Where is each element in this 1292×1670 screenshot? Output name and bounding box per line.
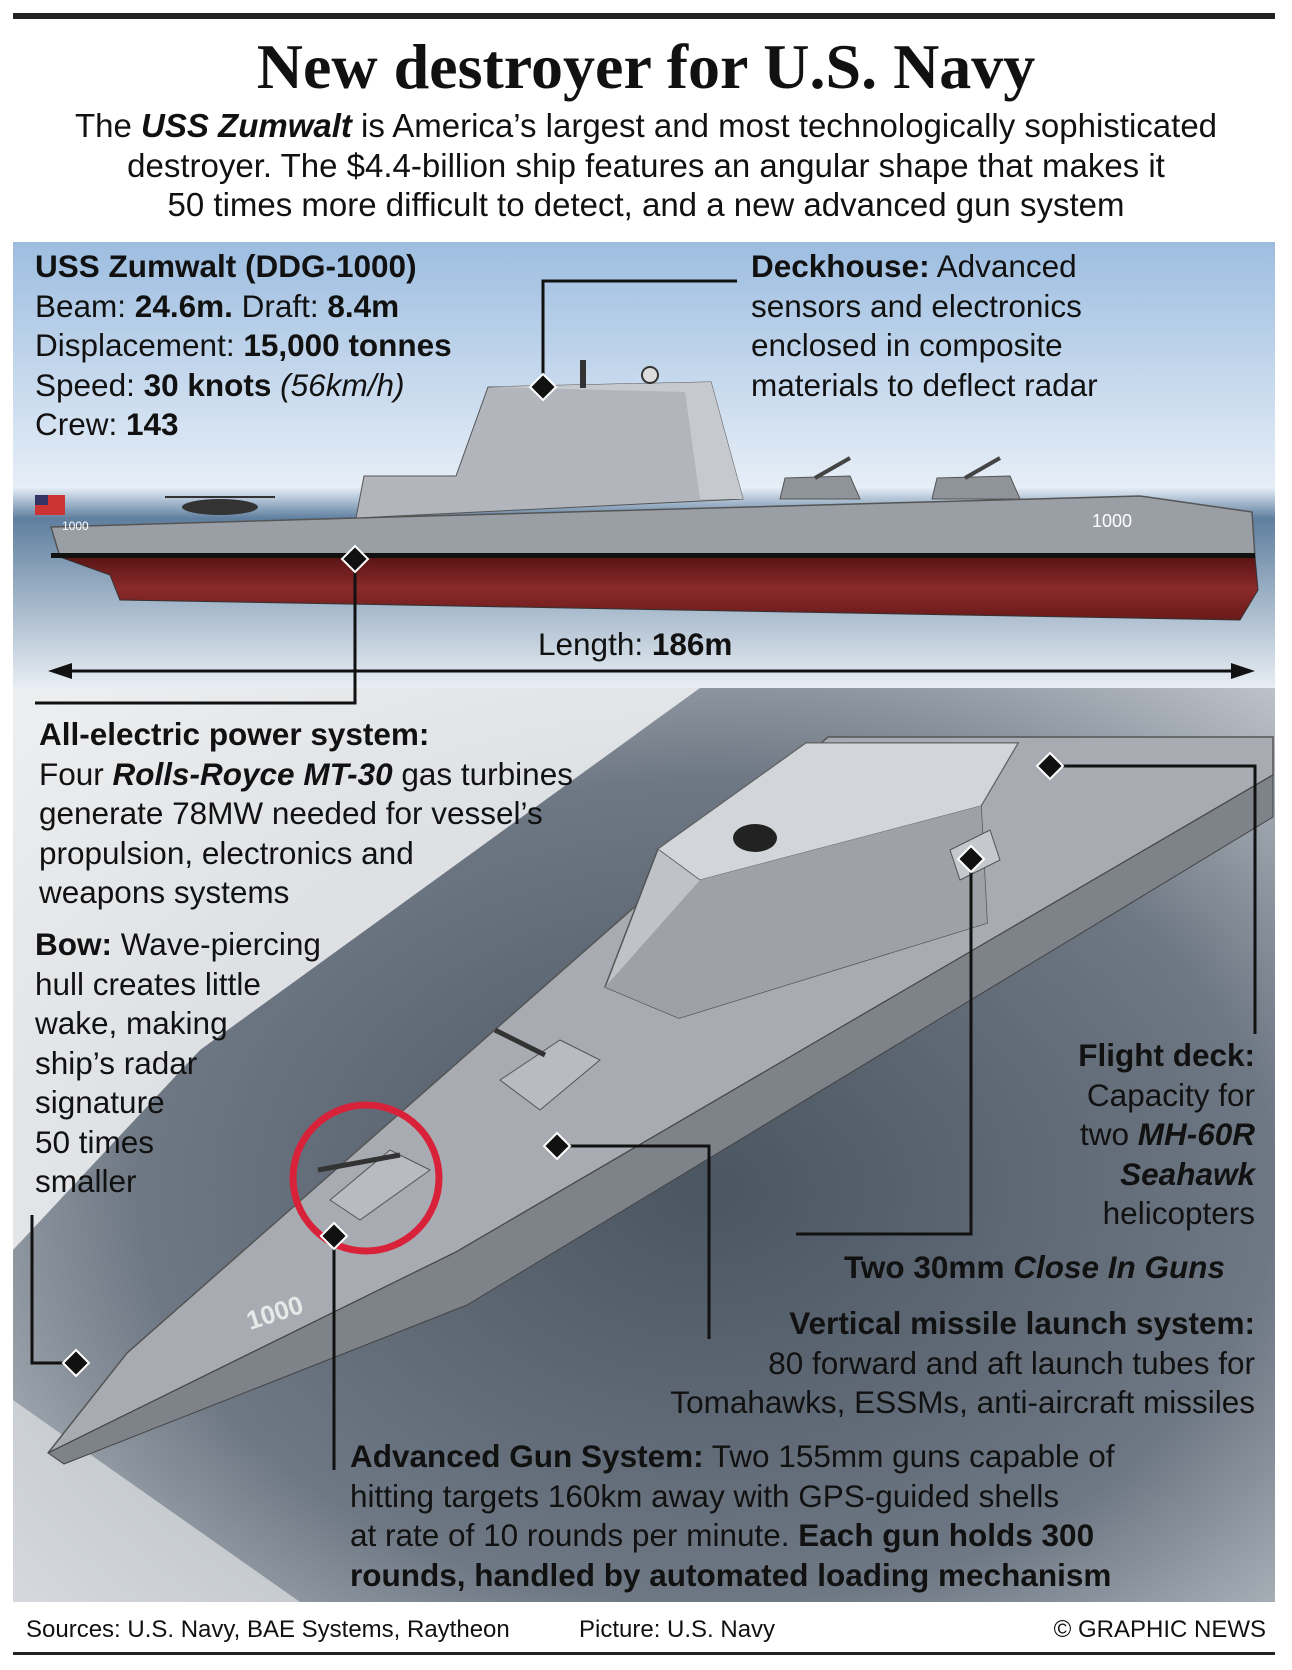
ags-callout: Advanced Gun System: Two 155mm guns capa… xyxy=(350,1438,1115,1593)
leader-lines xyxy=(30,279,1257,1470)
power-callout: All-electric power system: Four Rolls-Ro… xyxy=(39,716,573,910)
gun-highlight-circle xyxy=(289,1101,443,1255)
perspective-ship: 1000 xyxy=(47,736,1274,1465)
vls-callout: Vertical missile launch system: 80 forwa… xyxy=(670,1305,1255,1420)
top-rule xyxy=(13,13,1275,19)
bow-callout: Bow: Wave-piercing hull creates little w… xyxy=(35,926,321,1199)
sources-credit: Sources: U.S. Navy, BAE Systems, Raytheo… xyxy=(26,1616,510,1643)
hull-number-bow: 1000 xyxy=(1092,511,1132,531)
length-arrow xyxy=(48,663,1255,679)
bottom-rule xyxy=(13,1652,1275,1655)
ship-specs: USS Zumwalt (DDG-1000) Beam: 24.6m. Draf… xyxy=(35,248,452,442)
intro-text: The USS Zumwalt is America’s largest and… xyxy=(74,107,1218,223)
close-in-guns-callout: Two 30mm Close In Guns xyxy=(844,1249,1225,1285)
hull-number-aft: 1000 xyxy=(62,519,89,533)
page-title: New destroyer for U.S. Navy xyxy=(256,31,1036,102)
deckhouse-callout: Deckhouse: Advanced sensors and electron… xyxy=(751,248,1098,403)
footer: Sources: U.S. Navy, BAE Systems, Raytheo… xyxy=(26,1615,1266,1645)
side-view-ship: 1000 1000 xyxy=(35,360,1259,621)
us-flag-icon xyxy=(35,495,65,515)
callout-diamond-icons xyxy=(61,372,1065,1378)
picture-credit: Picture: U.S. Navy xyxy=(579,1616,776,1643)
length-label: Length: 186m xyxy=(538,626,733,662)
flight-deck-callout: Flight deck: Capacity for two MH-60R Sea… xyxy=(1078,1037,1255,1231)
copyright-credit: © GRAPHIC NEWS xyxy=(1053,1616,1266,1643)
helicopter-icon xyxy=(165,496,275,515)
